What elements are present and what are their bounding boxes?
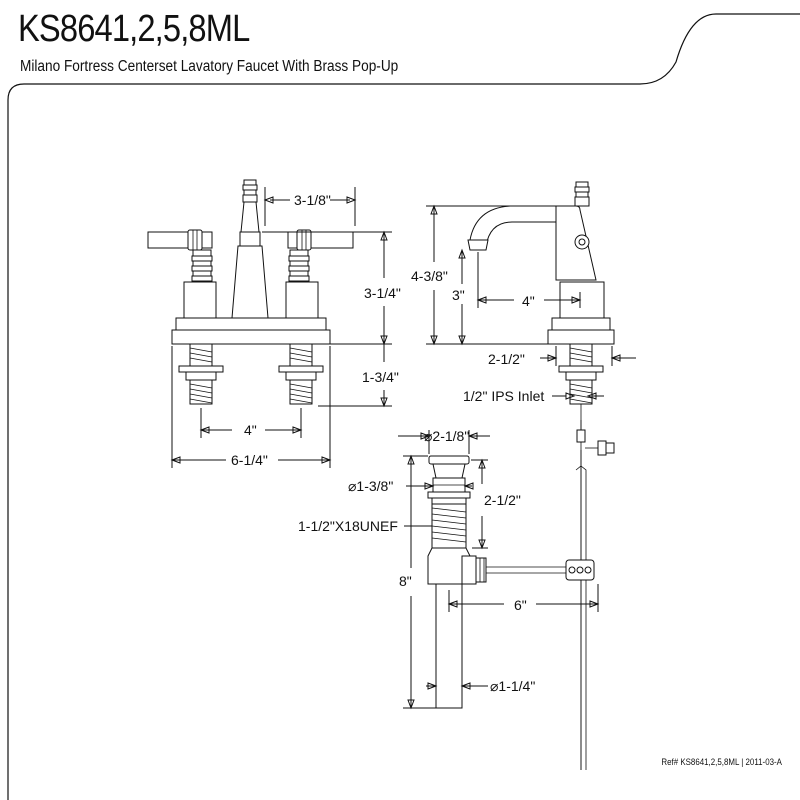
dim-spout-height: 3" <box>452 287 465 303</box>
dim-drain-body-diameter: ⌀1-3/8" <box>348 478 393 494</box>
dim-side-height: 4-3/8" <box>411 268 448 284</box>
front-view <box>147 179 354 405</box>
drain-dimensions <box>398 430 600 710</box>
dim-base-depth: 2-1/2" <box>488 351 525 367</box>
side-dimensions <box>426 204 636 400</box>
dim-base-width: 6-1/4" <box>231 452 268 468</box>
dim-spout-reach: 4" <box>522 293 535 309</box>
dim-shank-length: 1-3/4" <box>362 369 399 385</box>
popup-drain <box>427 455 595 709</box>
product-description: Milano Fortress Centerset Lavatory Fauce… <box>20 58 399 75</box>
reference-code: Ref# KS8641,2,5,8ML | 2011-03-A <box>661 757 782 767</box>
dim-center-spacing: 4" <box>244 422 257 438</box>
sheet-frame <box>7 13 800 800</box>
dim-inlet: 1/2" IPS Inlet <box>463 388 544 404</box>
side-view <box>467 181 615 405</box>
dim-flange-diameter: ⌀2-1/8" <box>424 428 469 444</box>
model-title: KS8641,2,5,8ML <box>18 8 250 50</box>
dim-tailpiece-length: 8" <box>399 573 412 589</box>
dim-handle-height: 3-1/4" <box>364 285 401 301</box>
dim-tailpiece-diameter: ⌀1-1/4" <box>490 678 535 694</box>
lift-rod <box>575 404 615 770</box>
dim-handle-spacing: 3-1/8" <box>294 192 331 208</box>
front-dimensions <box>170 187 392 468</box>
dim-rod-reach: 6" <box>514 597 527 613</box>
dim-drain-thread: 1-1/2"X18UNEF <box>298 518 398 534</box>
dim-drain-height: 2-1/2" <box>484 492 521 508</box>
